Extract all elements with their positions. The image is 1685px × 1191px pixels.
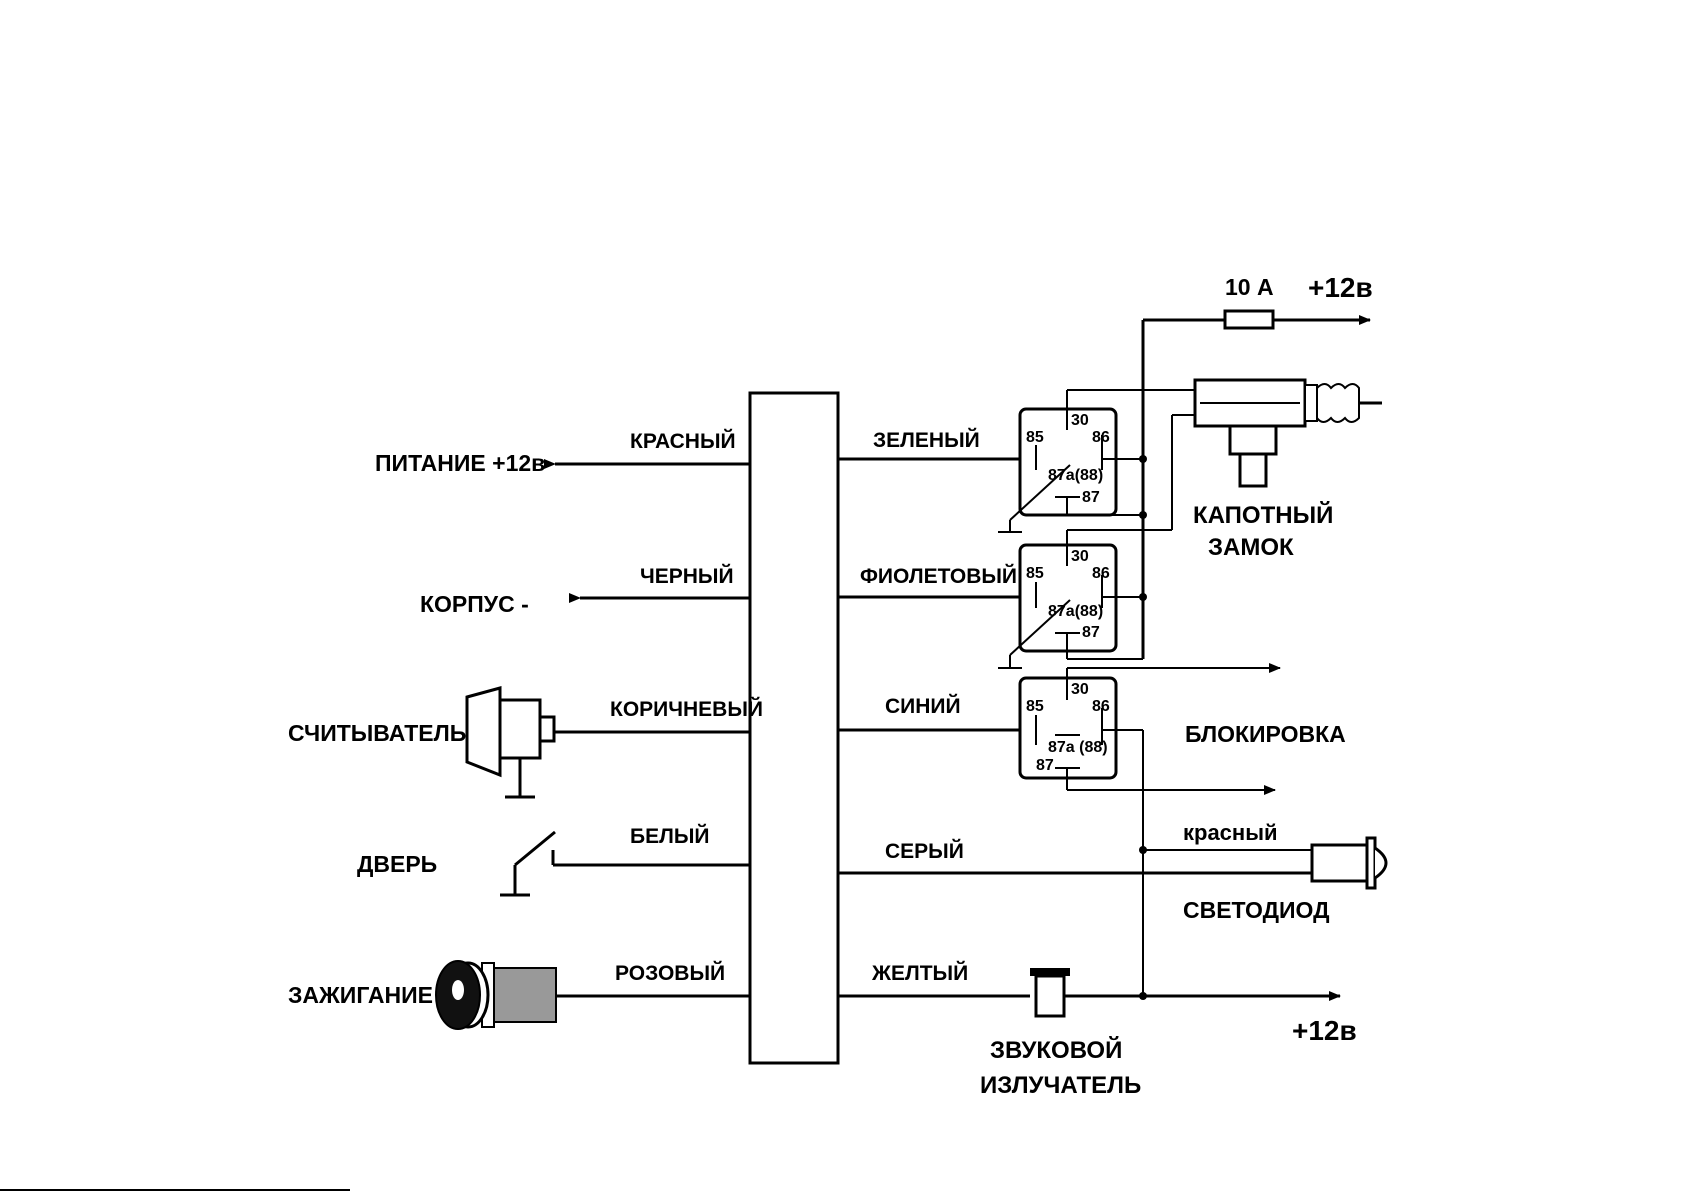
- door-switch-icon: [500, 832, 555, 895]
- red-wire-label: КРАСНЫЙ: [630, 429, 736, 453]
- blocking-label: БЛОКИРОВКА: [1185, 721, 1346, 747]
- violet-wire-label: ФИОЛЕТОВЫЙ: [860, 564, 1017, 588]
- ground-label: КОРПУС -: [420, 591, 529, 617]
- relay1-pin87: 87: [1082, 489, 1100, 506]
- relay1-pin30: 30: [1071, 412, 1089, 429]
- relay2-pin87a: 87а(88): [1048, 603, 1103, 620]
- relay1-pin86: 86: [1092, 429, 1110, 446]
- door-label: ДВЕРЬ: [357, 851, 437, 877]
- junction-dot: [1139, 593, 1147, 601]
- junction-dot: [1139, 846, 1147, 854]
- yellow-wire-label: ЖЕЛТЫЙ: [871, 961, 968, 985]
- relay2-pin86: 86: [1092, 565, 1110, 582]
- pink-wire-label: РОЗОВЫЙ: [615, 961, 725, 985]
- relay1-pin85: 85: [1026, 429, 1044, 446]
- control-unit: [750, 393, 838, 1063]
- black-wire-label: ЧЕРНЫЙ: [640, 564, 734, 588]
- buzzer-label-2: ИЗЛУЧАТЕЛЬ: [980, 1072, 1141, 1099]
- blue-wire-label: СИНИЙ: [885, 694, 961, 718]
- relay3-pin30: 30: [1071, 681, 1089, 698]
- junction-dot: [1139, 992, 1147, 1000]
- plus12-top-label: +12в: [1308, 272, 1373, 303]
- led-label: СВЕТОДИОД: [1183, 897, 1330, 923]
- junction-dot: [1139, 511, 1147, 519]
- white-wire-label: БЕЛЫЙ: [630, 824, 710, 848]
- led-wire-label: красный: [1183, 820, 1278, 845]
- reader-icon: [467, 688, 554, 797]
- green-wire-label: ЗЕЛЕНЫЙ: [873, 428, 980, 452]
- fuse-icon: [1225, 311, 1273, 328]
- brown-wire-label: КОРИЧНЕВЫЙ: [610, 697, 763, 721]
- ignition-label: ЗАЖИГАНИЕ: [288, 982, 433, 1008]
- led-icon: [1312, 838, 1386, 888]
- relay2-pin87: 87: [1082, 624, 1100, 641]
- power-label: ПИТАНИЕ +12в: [375, 450, 545, 476]
- gray-wire-label: СЕРЫЙ: [885, 839, 964, 863]
- buzzer-label-1: ЗВУКОВОЙ: [990, 1036, 1122, 1064]
- plus12-bottom-label: +12в: [1292, 1015, 1357, 1046]
- hood-lock-label-2: ЗАМОК: [1208, 534, 1294, 561]
- relay3-pin87: 87: [1036, 757, 1054, 774]
- relay2-pin85: 85: [1026, 565, 1044, 582]
- junction-dot: [1139, 455, 1147, 463]
- relay3-pin86: 86: [1092, 698, 1110, 715]
- ignition-key-icon: [436, 961, 556, 1029]
- relay1-pin87a: 87а(88): [1048, 467, 1103, 484]
- hood-lock-icon: [1195, 380, 1382, 486]
- relay2-pin30: 30: [1071, 548, 1089, 565]
- relay3-pin85: 85: [1026, 698, 1044, 715]
- buzzer-icon: [1030, 968, 1070, 1016]
- reader-label: СЧИТЫВАТЕЛЬ: [288, 720, 466, 746]
- fuse-label: 10 А: [1225, 274, 1274, 300]
- relay3-pin87a: 87а (88): [1048, 739, 1108, 756]
- hood-lock-label-1: КАПОТНЫЙ: [1193, 501, 1333, 529]
